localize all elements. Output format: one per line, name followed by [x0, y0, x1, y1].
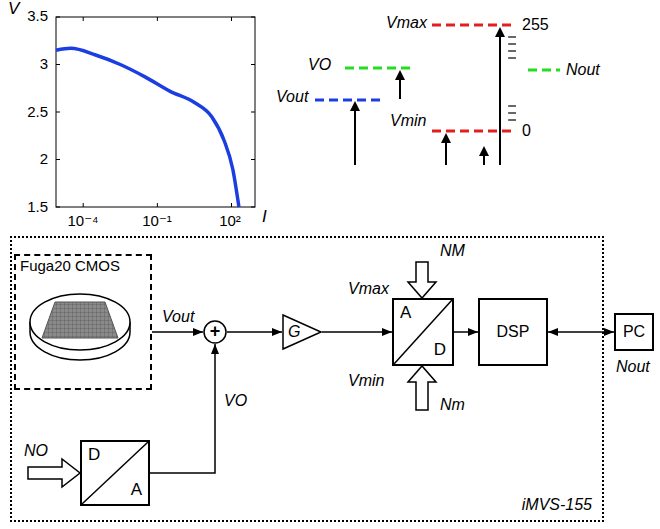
- signal-label: Nm: [440, 396, 465, 414]
- node-label: DSP: [497, 323, 530, 341]
- tick-label: 2.5: [27, 104, 48, 121]
- node-label: A: [400, 304, 411, 323]
- tick: [231, 17, 232, 207]
- level-line: [432, 24, 512, 27]
- tick-label: 1.5: [27, 199, 48, 216]
- arrow-head: [395, 70, 405, 80]
- sensor-box: Fuga20 CMOS: [14, 254, 152, 390]
- node-label: iMVS-155: [522, 496, 592, 514]
- code-tick: [508, 119, 516, 120]
- code-value: 0: [522, 122, 531, 140]
- level-arrow: [399, 79, 401, 99]
- sensor-illustration: [30, 294, 130, 360]
- axis-label: I: [262, 208, 267, 227]
- level-arrow: [499, 36, 501, 165]
- tick: [56, 159, 255, 160]
- level-diagram: [315, 25, 560, 165]
- signal-label: Nout: [566, 61, 600, 79]
- tick: [157, 17, 158, 207]
- axis-label: V: [8, 0, 19, 19]
- tick-label: 10⁻¹: [142, 213, 172, 230]
- tick: [56, 17, 255, 18]
- iv-curve: [56, 48, 239, 207]
- input-arrow: [408, 262, 436, 298]
- signal-label: Vout: [276, 88, 308, 106]
- level-arrow: [483, 155, 485, 165]
- arrow-head: [441, 133, 451, 143]
- node-label: G: [288, 323, 300, 341]
- plot-frame: [56, 17, 255, 207]
- signal-label: VO: [308, 56, 331, 74]
- level-line: [345, 67, 415, 70]
- node-label: Fuga20 CMOS: [20, 258, 120, 275]
- summing-junction: +: [203, 320, 227, 344]
- signal-connector: [227, 331, 282, 333]
- node-label: A: [131, 481, 142, 500]
- signal-connector: [152, 331, 203, 333]
- level-arrow: [354, 110, 356, 165]
- tick: [83, 17, 84, 207]
- arrow-head: [479, 146, 489, 156]
- signal-label: NM: [440, 242, 465, 260]
- tick: [56, 112, 255, 113]
- signal-label: Vmax: [386, 14, 427, 32]
- tick-label: 3.5: [27, 8, 48, 25]
- signal-label: Vmin: [348, 372, 384, 390]
- signal-label: VO: [222, 392, 249, 410]
- code-tick: [508, 105, 516, 106]
- dac-box: DA: [80, 440, 150, 506]
- code-value: 255: [522, 16, 549, 34]
- node-label: +: [210, 322, 221, 342]
- level-line: [315, 99, 385, 102]
- code-tick: [508, 50, 516, 51]
- code-tick: [508, 112, 516, 113]
- signal-connector: [548, 331, 614, 333]
- tick-label: 10⁻⁴: [67, 213, 98, 230]
- adc-box: AD: [392, 298, 454, 366]
- iv-chart: [56, 17, 255, 207]
- signal-label: Vout: [160, 308, 196, 326]
- tick-label: 3: [40, 56, 48, 73]
- system-boundary: iMVS-155Fuga20 CMOS+GADDSPDA: [10, 236, 604, 522]
- level-line: [528, 69, 560, 72]
- arrow-head: [350, 101, 360, 111]
- input-arrow: [28, 459, 80, 487]
- signal-label: Vmax: [348, 280, 389, 298]
- node-label: D: [434, 341, 446, 360]
- dsp-box: DSP: [478, 298, 548, 366]
- level-arrow: [445, 142, 447, 165]
- code-tick: [508, 43, 516, 44]
- tick-label: 10²: [219, 213, 241, 230]
- tick: [56, 64, 255, 65]
- signal-connector: [322, 331, 392, 333]
- signal-label: Nout: [616, 358, 650, 376]
- node-label: PC: [623, 323, 645, 341]
- signal-label: NO: [24, 442, 48, 460]
- tick: [56, 207, 255, 208]
- signal-connector: [150, 344, 215, 473]
- signal-connector: [454, 331, 478, 333]
- code-tick: [508, 57, 516, 58]
- arrow-head: [495, 27, 505, 37]
- signal-label: Vmin: [390, 112, 426, 130]
- node-label: D: [88, 446, 100, 465]
- amplifier-triangle: G: [282, 314, 322, 350]
- input-arrow: [408, 366, 436, 410]
- code-tick: [508, 36, 516, 37]
- pc-box: PC: [614, 313, 654, 351]
- tick-label: 2: [40, 151, 48, 168]
